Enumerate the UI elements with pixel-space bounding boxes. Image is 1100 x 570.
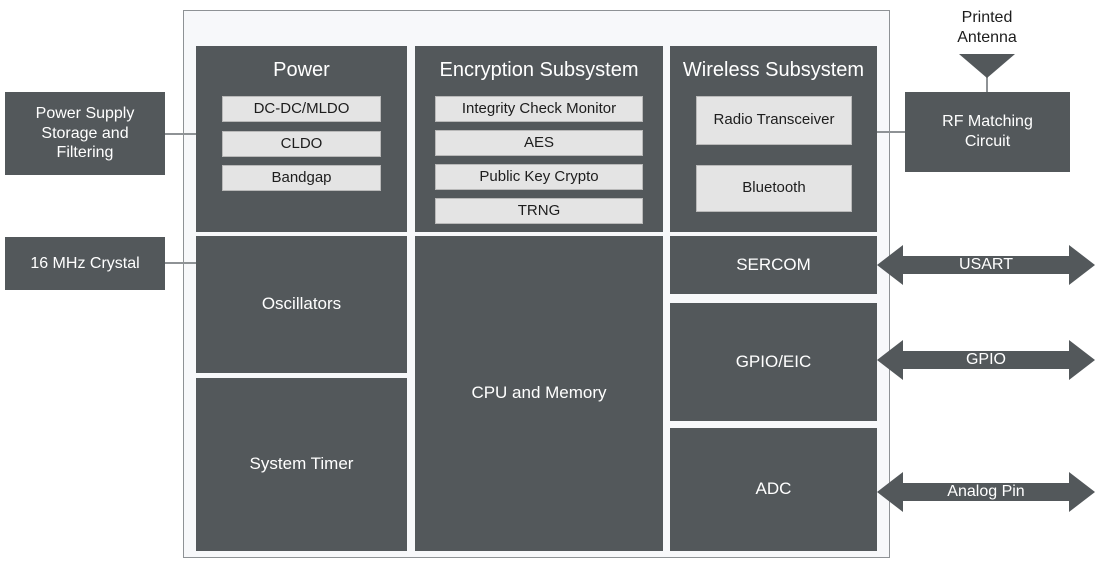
block-gpio-eic: GPIO/EIC: [670, 303, 877, 421]
antenna-line-1: Printed: [961, 9, 1013, 26]
subblock-bluetooth: Bluetooth: [696, 165, 852, 212]
power-supply-line-2: Storage and: [41, 124, 129, 142]
antenna-line-2: Antenna: [957, 29, 1017, 46]
group-power: Power DC-DC/MLDO CLDO Bandgap: [196, 46, 407, 232]
block-oscillators: Oscillators: [196, 236, 407, 373]
system-timer-label: System Timer: [249, 454, 354, 474]
connector-radio-to-rf-matching: [877, 131, 905, 133]
subblock-cldo-label: CLDO: [280, 134, 323, 152]
subblock-cldo: CLDO: [222, 131, 381, 157]
group-wireless: Wireless Subsystem Radio Transceiver Blu…: [670, 46, 877, 232]
io-arrow-gpio: GPIO: [877, 336, 1095, 384]
printed-antenna-label: Printed Antenna: [926, 8, 1048, 48]
subblock-radio-transceiver-label: Radio Transceiver: [713, 111, 835, 129]
external-rf-matching-block: RF Matching Circuit: [905, 92, 1070, 172]
connector-power-supply: [165, 133, 196, 135]
rf-matching-line-2: Circuit: [964, 133, 1011, 150]
crystal-label: 16 MHz Crystal: [30, 254, 140, 272]
oscillators-label: Oscillators: [261, 294, 342, 314]
block-cpu-and-memory: CPU and Memory: [415, 236, 663, 551]
subblock-public-key-crypto-label: Public Key Crypto: [479, 167, 599, 185]
subblock-bluetooth-label: Bluetooth: [742, 179, 806, 197]
group-power-title: Power: [273, 59, 330, 81]
subblock-public-key-crypto: Public Key Crypto: [435, 164, 643, 190]
subblock-integrity-check-monitor-label: Integrity Check Monitor: [461, 99, 617, 117]
connector-rf-matching-to-antenna: [986, 68, 988, 92]
group-encryption-title: Encryption Subsystem: [439, 59, 639, 81]
block-adc: ADC: [670, 428, 877, 551]
subblock-bandgap-label: Bandgap: [271, 168, 332, 186]
block-sercom: SERCOM: [670, 236, 877, 294]
subblock-radio-transceiver: Radio Transceiver: [696, 96, 852, 145]
io-arrow-analog-pin: Analog Pin: [877, 468, 1095, 516]
external-power-supply-block: Power Supply Storage and Filtering: [5, 92, 165, 175]
subblock-dc-dc-mldo: DC-DC/MLDO: [222, 96, 381, 122]
block-system-timer: System Timer: [196, 378, 407, 551]
external-crystal-block: 16 MHz Crystal: [5, 237, 165, 290]
cpu-memory-label: CPU and Memory: [471, 383, 607, 403]
printed-antenna-icon: [959, 54, 1015, 78]
io-arrow-usart-label: USART: [959, 256, 1013, 273]
group-encryption: Encryption Subsystem Integrity Check Mon…: [415, 46, 663, 232]
subblock-aes: AES: [435, 130, 643, 156]
io-arrow-analog-pin-label: Analog Pin: [947, 483, 1025, 500]
io-arrow-usart: USART: [877, 241, 1095, 289]
gpio-eic-label: GPIO/EIC: [735, 351, 812, 371]
rf-matching-line-1: RF Matching: [942, 113, 1033, 131]
subblock-aes-label: AES: [523, 133, 554, 151]
power-supply-line-1: Power Supply: [35, 105, 135, 123]
subblock-trng: TRNG: [435, 198, 643, 224]
power-supply-line-3: Filtering: [56, 144, 114, 162]
subblock-bandgap: Bandgap: [222, 165, 381, 191]
subblock-dc-dc-mldo-label: DC-DC/MLDO: [253, 99, 350, 117]
subblock-integrity-check-monitor: Integrity Check Monitor: [435, 96, 643, 122]
group-wireless-title: Wireless Subsystem: [682, 59, 865, 81]
io-arrow-gpio-label: GPIO: [965, 351, 1006, 368]
adc-label: ADC: [755, 479, 792, 499]
sercom-label: SERCOM: [736, 254, 811, 274]
connector-crystal: [165, 262, 196, 264]
subblock-trng-label: TRNG: [517, 201, 561, 219]
